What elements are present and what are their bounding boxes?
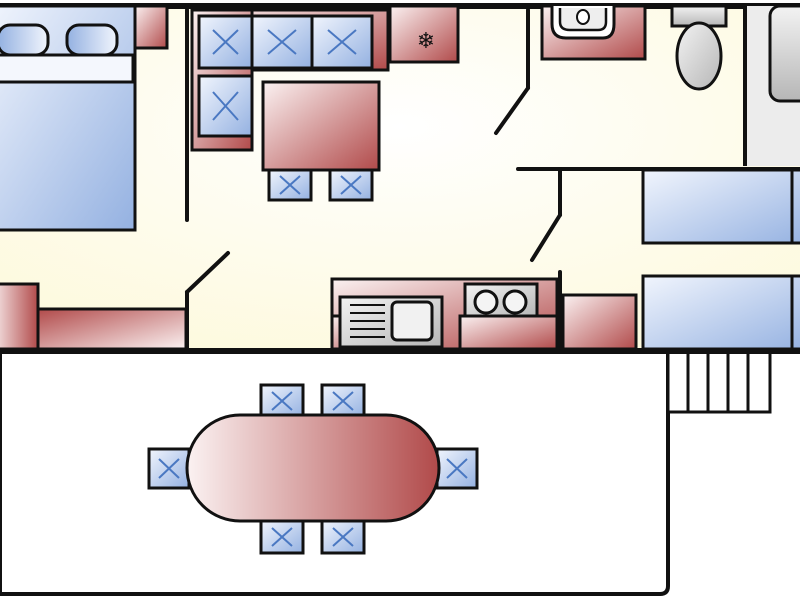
counter-end-cabinet (561, 293, 638, 351)
double-bed-icon (0, 4, 137, 232)
sink-icon (338, 295, 444, 349)
hob-icon (463, 282, 539, 318)
chair-icon (435, 447, 479, 490)
dresser (36, 307, 188, 351)
chair-icon (320, 383, 366, 419)
deck (0, 354, 772, 596)
chair-icon (259, 519, 305, 555)
cushion-3 (310, 14, 374, 70)
chair-icon (147, 447, 191, 490)
cushion-1 (197, 14, 254, 70)
interior-walls (185, 8, 800, 350)
chair-icon (320, 519, 366, 555)
interior-dining (261, 80, 381, 202)
toilet-icon (670, 4, 728, 91)
fridge-icon: ❄ (388, 4, 460, 64)
lounge-seating (190, 8, 390, 152)
chair-icon (267, 168, 313, 202)
outdoor-dining (147, 383, 479, 555)
bathroom (540, 4, 800, 166)
single-bed-icon (641, 168, 800, 245)
door-bedroom (185, 251, 230, 294)
washbasin-icon (540, 4, 647, 61)
dining-table-icon (261, 80, 381, 172)
chair-icon (328, 168, 374, 202)
dining-table-icon (185, 413, 441, 523)
cushion-4 (197, 74, 254, 138)
door-twin-room (530, 213, 562, 262)
wardrobe-left (0, 282, 40, 351)
door-bathroom (494, 86, 530, 135)
fridge-symbol: ❄ (417, 29, 435, 54)
bedroom (0, 4, 188, 351)
chair-icon (259, 383, 305, 419)
kitchen-counter (330, 277, 638, 351)
shower-icon (768, 4, 800, 103)
steps-icon (666, 354, 772, 414)
cushion-2 (250, 14, 314, 70)
single-bed-icon (641, 274, 800, 351)
twin-room (641, 168, 800, 351)
bedside-cabinet (133, 4, 169, 50)
